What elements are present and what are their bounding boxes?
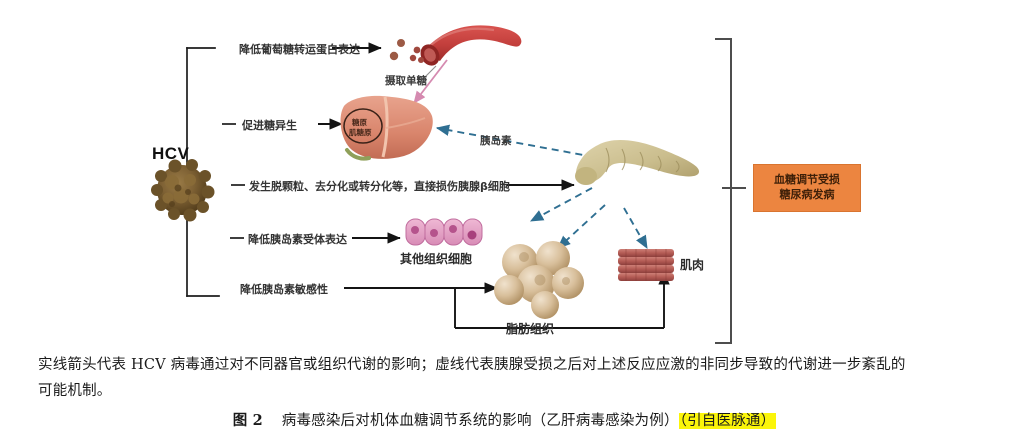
figure-caption: 实线箭头代表 HCV 病毒通过对不同器官或组织代谢的影响；虚线代表胰腺受损之后对… xyxy=(0,352,1009,434)
muscle-art xyxy=(618,249,674,281)
hcv-source-label: HCV xyxy=(152,144,190,163)
organ-label-other-tissue-cells: 其他组织细胞 xyxy=(400,252,473,266)
organ-label-muscle: 肌肉 xyxy=(680,258,705,272)
caption-title-row: 图 2 病毒感染后对机体血糖调节系统的影响（乙肝病毒感染为例）（引自医脉通） xyxy=(0,408,1009,434)
branch-label-insulin-receptor: 降低胰岛素受体表达 xyxy=(248,233,347,246)
branch-label-beta-cell-damage: 发生脱颗粒、去分化或转分化等，直接损伤胰腺β细胞 xyxy=(249,180,510,193)
pancreas-art xyxy=(575,139,700,185)
branch-label-insulin-sensitivity: 降低胰岛素敏感性 xyxy=(240,283,328,296)
figure-source: （引自医脉通） xyxy=(678,413,777,429)
organ-label-adipose-tissue: 脂肪组织 xyxy=(506,322,555,336)
annotation-insulin: 胰岛素 xyxy=(480,135,512,147)
liver-inner-label-muscle-glycogen: 肌糖原 xyxy=(349,128,372,137)
adipose-tissue-art xyxy=(494,241,584,319)
figure-number: 图 2 xyxy=(232,412,263,429)
liver-inner-label-glycogen: 糖原 xyxy=(352,118,367,127)
outcome-line-1: 血糖调节受损 xyxy=(774,173,840,187)
hcv-virus-art xyxy=(151,159,215,222)
annotation-monosaccharide-uptake: 摄取单糖 xyxy=(385,75,427,87)
caption-note-line-2: 可能机制。 xyxy=(38,383,112,399)
branch-label-glucose-transporter: 降低葡萄糖转运蛋白表达 xyxy=(239,43,360,56)
outcome-box: 血糖调节受损 糖尿病发病 xyxy=(753,164,861,212)
caption-note-line-1: 实线箭头代表 HCV 病毒通过对不同器官或组织代谢的影响；虚线代表胰腺受损之后对… xyxy=(38,357,906,373)
other-tissue-cells-art xyxy=(405,218,483,246)
branch-label-gluconeogenesis: 促进糖异生 xyxy=(242,119,297,132)
outcome-line-2: 糖尿病发病 xyxy=(779,188,835,201)
figure-title: 病毒感染后对机体血糖调节系统的影响（乙肝病毒感染为例） xyxy=(281,413,679,429)
blood-vessel-art xyxy=(389,25,522,66)
caption-note: 实线箭头代表 HCV 病毒通过对不同器官或组织代谢的影响；虚线代表胰腺受损之后对… xyxy=(0,352,1009,404)
